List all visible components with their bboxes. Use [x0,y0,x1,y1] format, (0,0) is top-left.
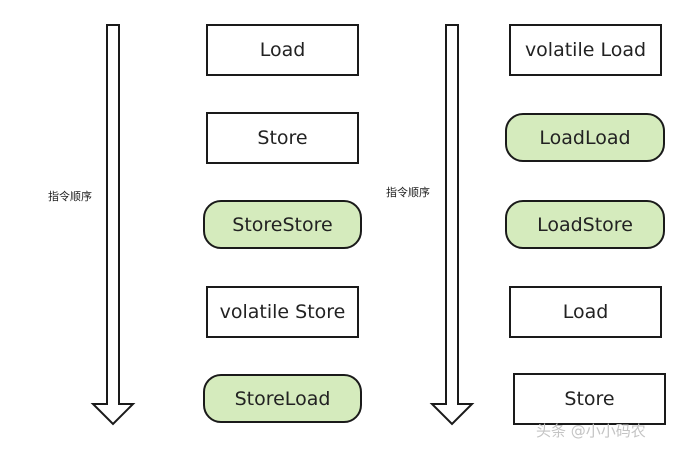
left-storestore-barrier: StoreStore [203,200,362,249]
left-storeload-barrier: StoreLoad [203,374,362,423]
left-volatile-store-box: volatile Store [206,286,359,338]
left-order-arrow [90,24,136,426]
right-loadload-barrier: LoadLoad [505,113,665,162]
right-volatile-load-box: volatile Load [509,24,662,76]
right-order-arrow [429,24,475,426]
right-order-label: 指令顺序 [386,186,430,199]
watermark: 头条 @小小码农 [536,422,646,440]
right-loadstore-barrier: LoadStore [505,200,665,249]
left-load-box: Load [206,24,359,76]
right-store-box: Store [513,373,666,425]
left-order-label: 指令顺序 [48,190,92,203]
right-load-box: Load [509,286,662,338]
left-store-box: Store [206,112,359,164]
